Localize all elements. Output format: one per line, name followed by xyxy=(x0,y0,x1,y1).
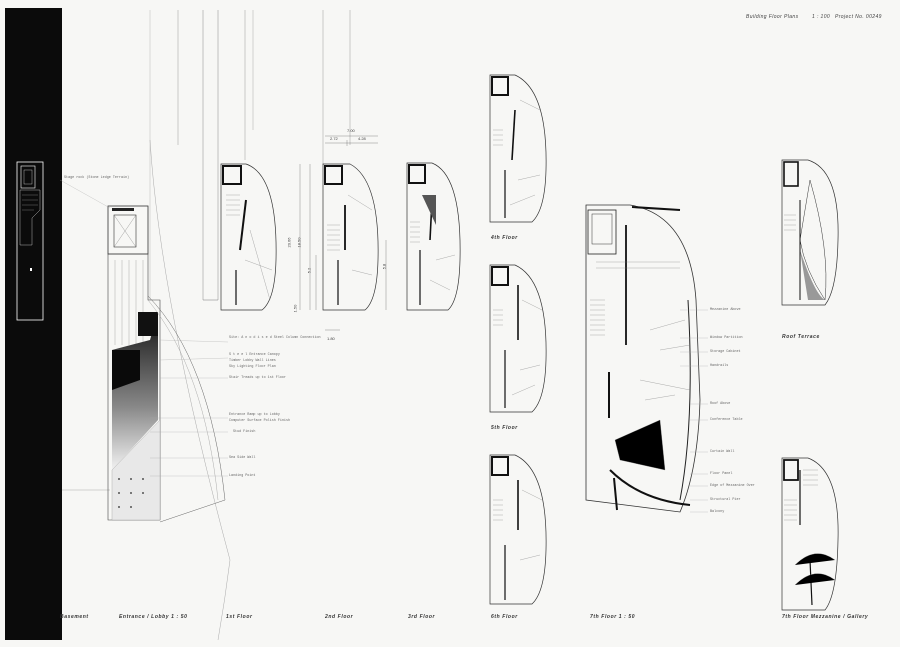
lobby-note-3: Timber Lobby Wall Lines xyxy=(229,359,276,363)
third-floor-plan xyxy=(406,162,461,311)
dim-bottom-a: 1.50 xyxy=(292,304,298,313)
dim-mid-right: 5.8 xyxy=(381,263,387,270)
f7-note-7: Curtain Wall xyxy=(710,450,735,454)
first-floor-plan xyxy=(220,163,277,311)
f7-note-4: Handrails xyxy=(710,364,729,368)
entrance-lobby-plan xyxy=(107,205,226,523)
sheet-scale: 1 : 100 xyxy=(812,14,831,20)
f7-note-6: Conference Table xyxy=(710,418,743,422)
f7-note-5: Roof Above xyxy=(710,402,731,406)
label-third-floor: 3rd Floor xyxy=(408,614,436,620)
f7-note-3: Storage Cabinet xyxy=(710,350,741,354)
f7-note-1: Mezzanine Above xyxy=(710,308,741,312)
label-second-floor: 2nd Floor xyxy=(325,614,354,620)
label-first-floor: 1st Floor xyxy=(226,614,253,620)
sixth-floor-plan xyxy=(489,454,547,605)
lobby-note-4: Sky Lighting Floor Plan xyxy=(229,365,276,369)
dim-top-total: 7.00 xyxy=(347,128,355,133)
label-fourth-floor: 4th Floor xyxy=(491,235,518,241)
label-basement: Basement xyxy=(60,614,89,620)
second-floor-plan xyxy=(299,135,387,331)
f7-note-8: Floor Panel xyxy=(710,472,733,476)
label-roof-terrace: Roof Terrace xyxy=(782,334,820,340)
label-fifth-floor: 5th Floor xyxy=(491,425,518,431)
black-band xyxy=(5,8,62,640)
mezzanine-plan xyxy=(781,457,839,611)
dim-bottom-b: 1.80 xyxy=(327,336,335,341)
lobby-note-5: Stair Treads up to 1st Floor xyxy=(229,376,286,380)
dim-top-right: 4.28 xyxy=(358,136,366,141)
f7-note-9: Edge of Mezzanine Over xyxy=(710,484,755,488)
label-mezzanine: 7th Floor Mezzanine / Gallery xyxy=(782,614,869,620)
label-seventh-floor: 7th Floor 1 : 50 xyxy=(590,614,636,620)
lobby-note-6: Entrance Ramp up to Lobby xyxy=(229,413,280,417)
lobby-note-1: Site: A n o d i s e d Steel Column Conne… xyxy=(229,336,321,340)
f7-note-11: Balcony xyxy=(710,510,725,514)
project-number: Project No. 00249 xyxy=(835,14,882,20)
label-entrance: Entrance / Lobby 1 : 50 xyxy=(119,614,188,620)
dim-mid-left: 5.2 xyxy=(306,267,312,274)
label-sixth-floor: 6th Floor xyxy=(491,614,518,620)
fifth-floor-plan xyxy=(489,264,547,413)
dim-height-total: 20.66 xyxy=(286,237,292,248)
lobby-note-8: Stud Finish xyxy=(233,430,256,434)
basement-plan xyxy=(16,161,44,321)
dim-top-left: 2.72 xyxy=(330,136,338,141)
lobby-note-10: Landing Point xyxy=(229,474,256,478)
fourth-floor-plan xyxy=(489,74,547,223)
lobby-note-7: Computer Surface Polish Finish xyxy=(229,419,291,423)
seventh-floor-plan xyxy=(585,204,708,513)
lobby-note-2: S t e e l Entrance Canopy xyxy=(229,353,280,357)
basement-note: Stage rock (Stone Ledge Terrain) xyxy=(64,176,130,180)
lobby-note-9: Sea Side Wall xyxy=(229,456,256,460)
roof-terrace-plan xyxy=(781,159,839,306)
sheet-title: Building Floor Plans xyxy=(746,14,799,20)
f7-note-2: Window Partition xyxy=(710,336,743,340)
f7-note-10: Structural Pier xyxy=(710,498,741,502)
dim-height-inner: 18.50 xyxy=(296,237,302,248)
